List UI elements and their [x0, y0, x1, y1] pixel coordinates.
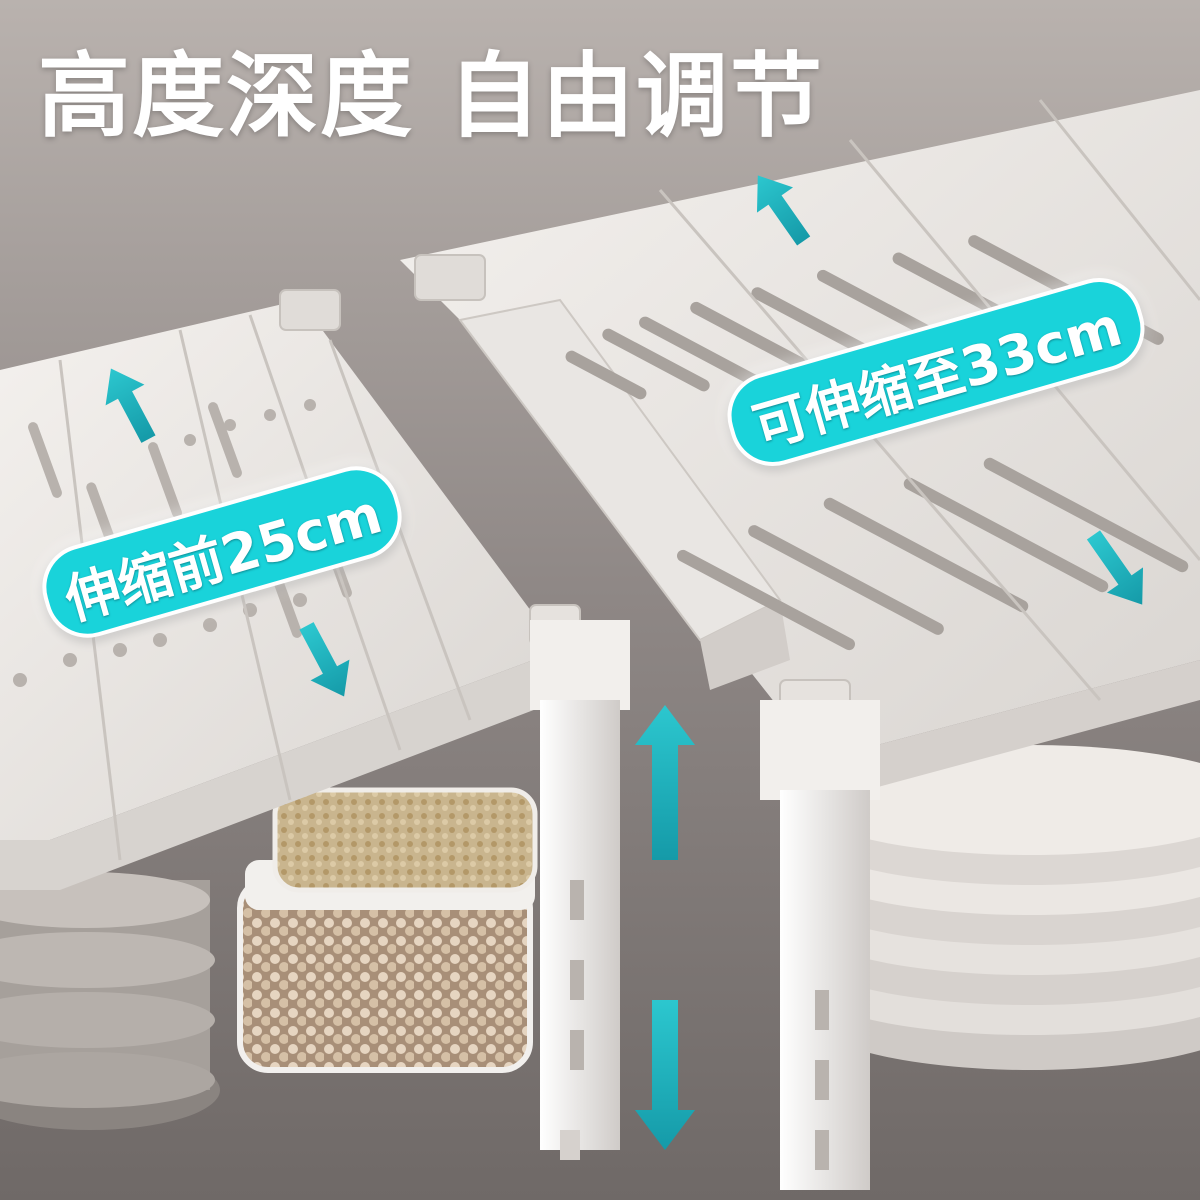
- right-leg: [760, 700, 880, 1190]
- plates: [800, 745, 1200, 1070]
- bowls: [0, 872, 220, 1130]
- left-leg: [530, 620, 630, 1160]
- double-arrow-icon: [105, 175, 1144, 1150]
- headline: 高度深度 自由调节: [38, 43, 825, 150]
- containers: [237, 787, 538, 1073]
